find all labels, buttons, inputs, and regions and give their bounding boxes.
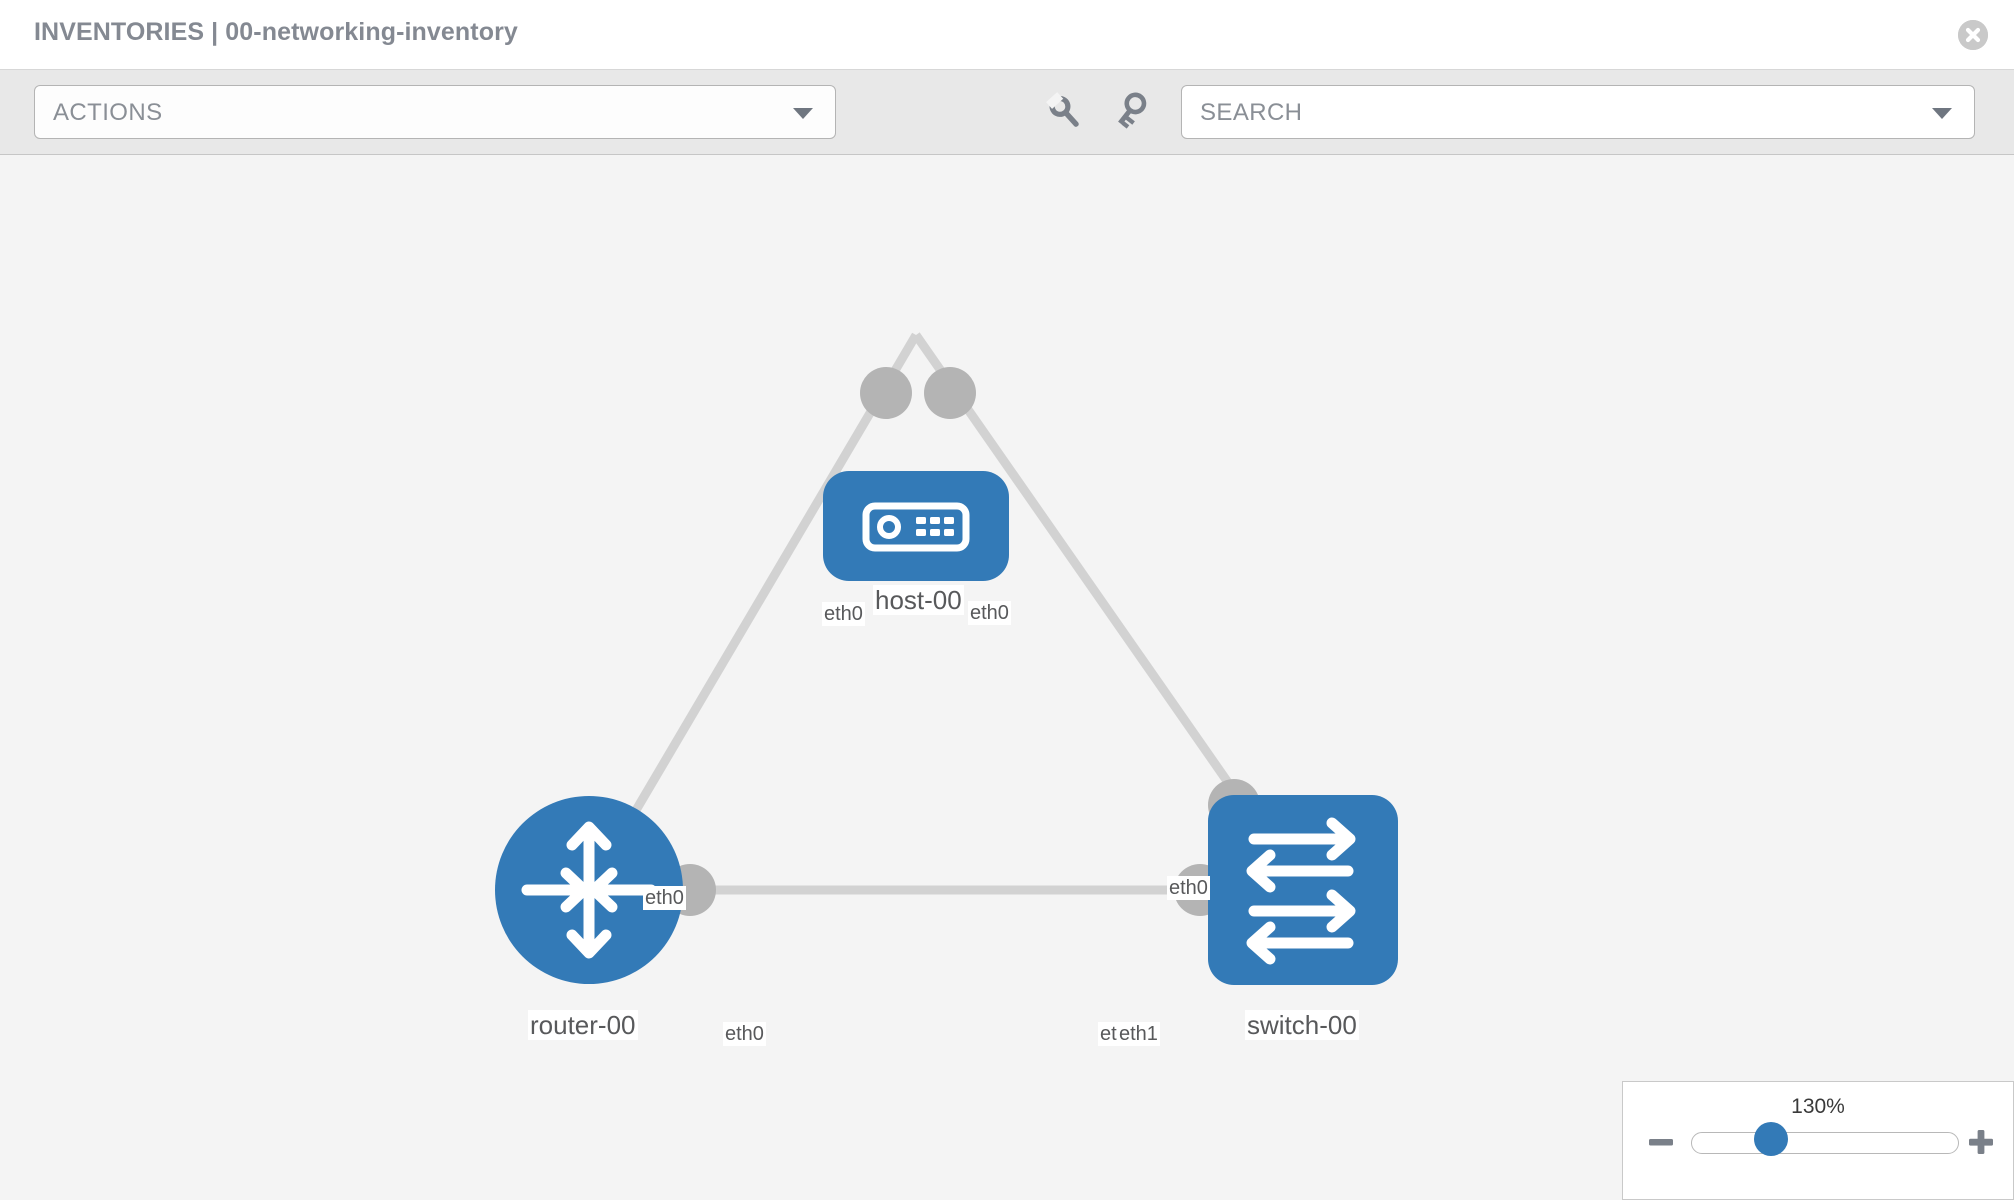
minus-icon[interactable] bbox=[1645, 1126, 1677, 1158]
node-host-00[interactable] bbox=[823, 471, 1009, 581]
actions-dropdown[interactable]: ACTIONS bbox=[34, 85, 836, 139]
node-switch-00[interactable] bbox=[1208, 795, 1398, 985]
connector-layer bbox=[664, 367, 1260, 916]
chevron-down-icon bbox=[793, 108, 813, 119]
switch-arrows-icon bbox=[1246, 817, 1356, 965]
zoom-slider[interactable] bbox=[1691, 1132, 1959, 1154]
zoom-control-panel: 130% bbox=[1622, 1081, 2014, 1200]
node-label-switch-00: switch-00 bbox=[1245, 1010, 1359, 1040]
server-icon bbox=[862, 502, 970, 552]
chevron-down-icon[interactable] bbox=[1932, 108, 1952, 119]
plus-icon[interactable] bbox=[1965, 1126, 1997, 1158]
toolbar: ACTIONS SEARC bbox=[0, 70, 2014, 155]
wrench-icon[interactable] bbox=[1043, 90, 1087, 134]
iface-label-host-right: eth0 bbox=[968, 601, 1011, 625]
zoom-slider-thumb[interactable] bbox=[1754, 1122, 1788, 1156]
router-arrows-icon bbox=[521, 821, 657, 959]
node-label-router-00: router-00 bbox=[528, 1010, 638, 1040]
connector-host-right bbox=[924, 367, 976, 419]
actions-dropdown-label: ACTIONS bbox=[53, 99, 163, 126]
page-header: INVENTORIES | 00-networking-inventory bbox=[0, 0, 2014, 70]
topology-canvas[interactable]: host-00 router-00 switch-00 eth0 eth0 et… bbox=[0, 155, 2014, 1200]
search-placeholder: SEARCH bbox=[1200, 99, 1303, 126]
iface-label-router-uplink: eth0 bbox=[643, 886, 686, 910]
iface-label-router-eth0: eth0 bbox=[723, 1022, 766, 1046]
key-icon[interactable] bbox=[1113, 90, 1157, 134]
zoom-level-value: 130% bbox=[1791, 1095, 1845, 1118]
connector-host-left bbox=[860, 367, 912, 419]
page-title: INVENTORIES | 00-networking-inventory bbox=[34, 18, 518, 46]
node-router-00[interactable] bbox=[495, 796, 683, 984]
iface-label-host-left: eth0 bbox=[822, 602, 865, 626]
link-router-host bbox=[585, 332, 920, 893]
topology-svg bbox=[495, 332, 1398, 985]
iface-label-switch-eth1: eth1 bbox=[1117, 1022, 1160, 1046]
iface-label-switch-uplink: eth0 bbox=[1167, 876, 1210, 900]
search-input[interactable]: SEARCH bbox=[1181, 85, 1975, 139]
close-icon[interactable] bbox=[1958, 20, 1988, 50]
node-label-host-00: host-00 bbox=[873, 585, 964, 615]
